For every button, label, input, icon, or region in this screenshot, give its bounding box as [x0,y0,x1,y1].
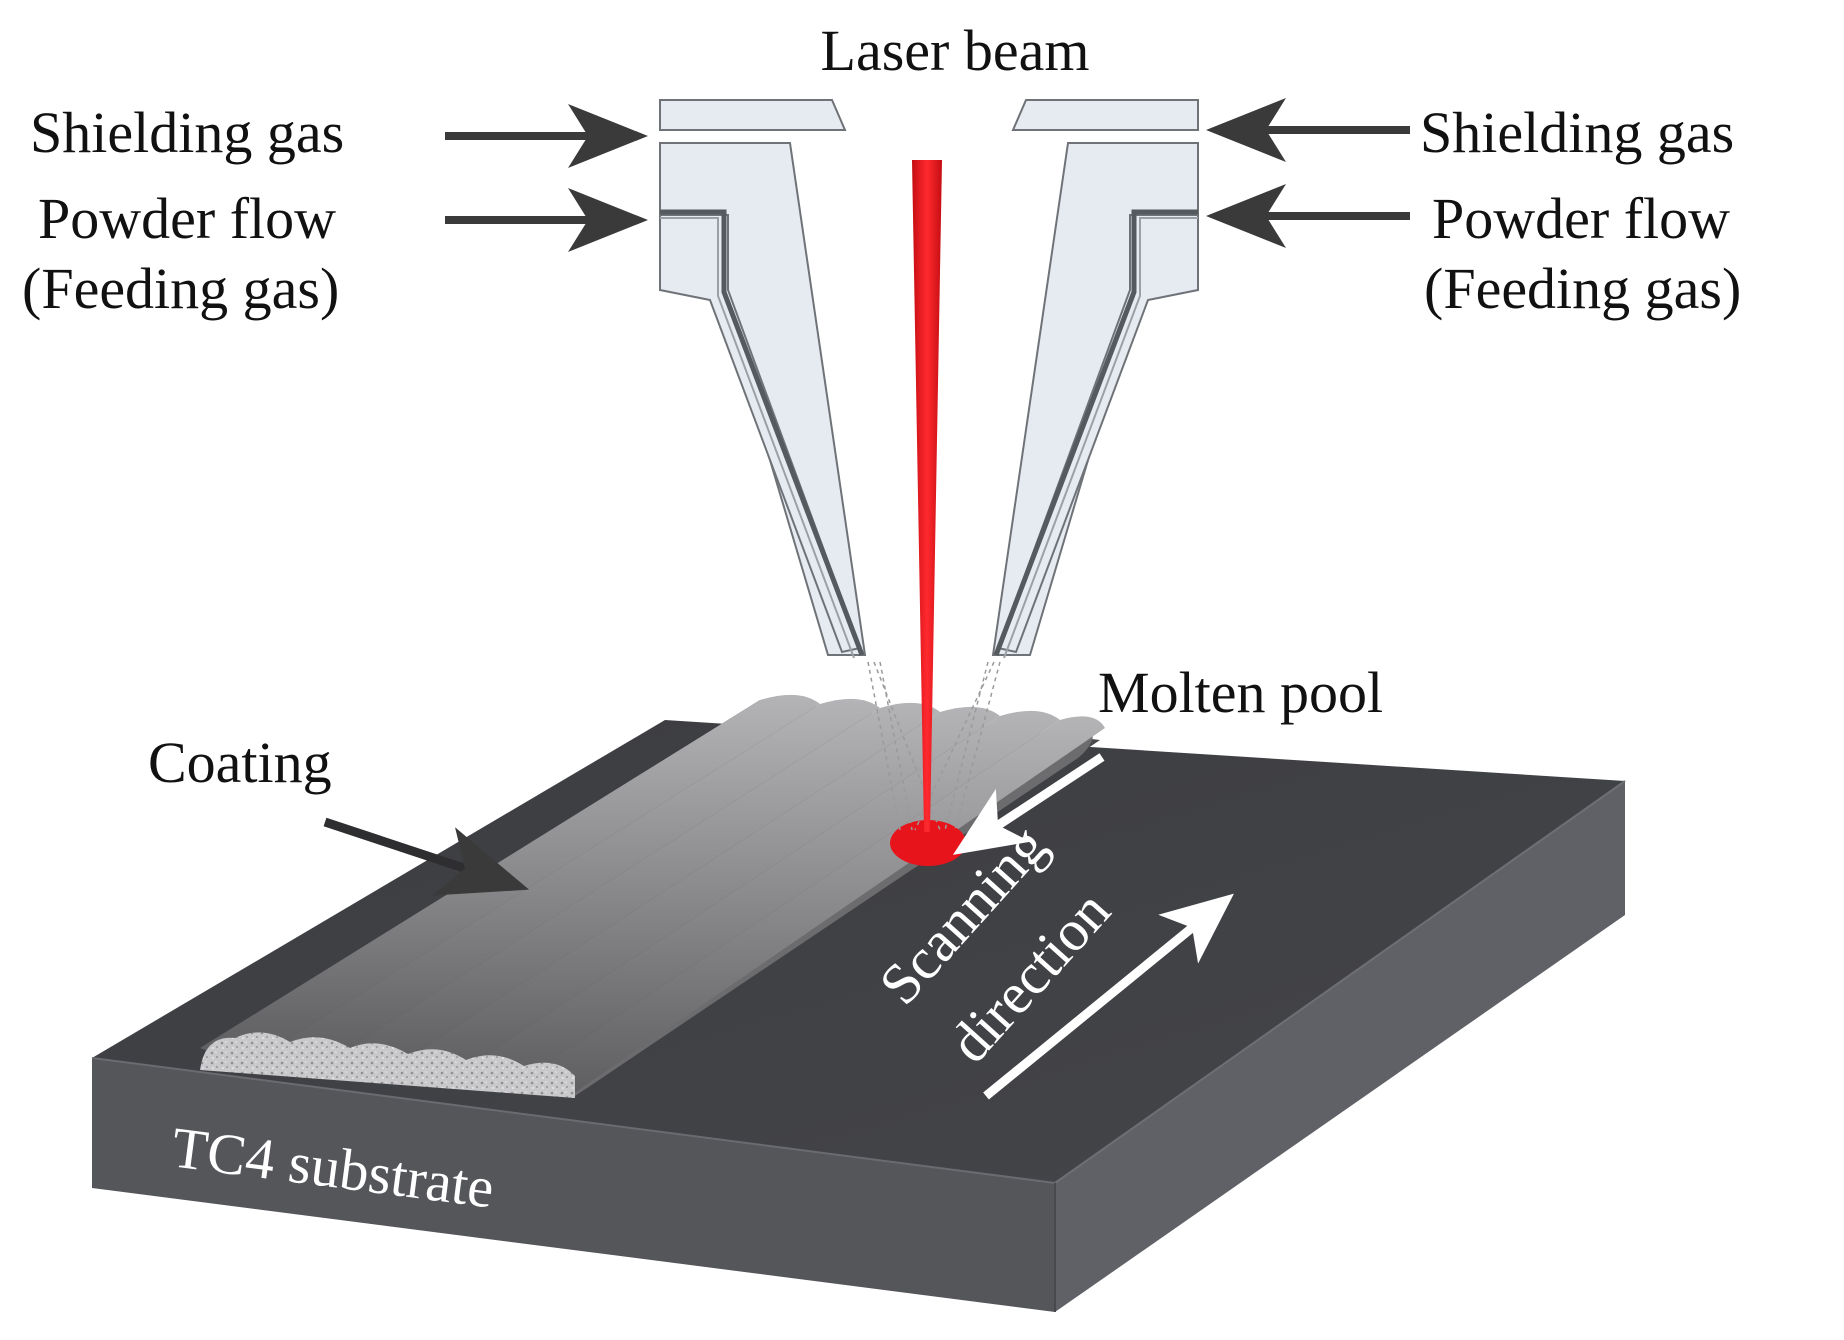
label-powder-flow-left: Powder flow [38,186,336,251]
coating-cross-section [200,1032,575,1098]
label-shielding-gas-right: Shielding gas [1420,100,1734,165]
molten-pool [890,820,966,866]
arrow-scanning-direction [983,893,1234,1100]
coating-bead [324,702,940,1073]
substrate-side-face [1055,781,1625,1312]
laser-beam [912,160,942,832]
label-molten-pool: Molten pool [1098,660,1383,725]
label-laser-beam: Laser beam [821,18,1090,83]
label-feeding-gas-left: (Feeding gas) [22,256,339,321]
nozzle-left [659,99,867,659]
nozzle-right [991,99,1199,659]
label-shielding-gas-left: Shielding gas [30,100,344,165]
label-powder-flow-right: Powder flow [1432,186,1730,251]
label-coating: Coating [148,730,332,795]
substrate-front-face [92,1058,1055,1312]
arrow-molten-pool [952,753,1105,855]
coating-bead [386,706,1000,1081]
coating-bead [262,698,880,1065]
arrow-coating [323,817,530,896]
label-feeding-gas-right: (Feeding gas) [1424,256,1741,321]
